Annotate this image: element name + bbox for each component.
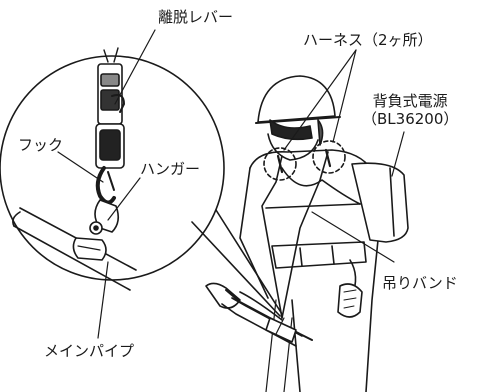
label-release-lever: 離脱レバー: [158, 8, 234, 26]
leader-lines: [57, 29, 405, 339]
label-main-pipe: メインパイプ: [44, 342, 135, 360]
label-strap: 吊りバンド: [382, 274, 458, 292]
label-hook: フック: [18, 136, 64, 154]
label-power-supply: 背負式電源 （BL36200）: [362, 92, 458, 128]
label-harness: ハーネス（2ヶ所）: [303, 31, 433, 49]
label-power-supply-model: （BL36200）: [362, 110, 459, 128]
detail-magnifier: [0, 47, 283, 317]
label-hanger: ハンガー: [140, 160, 201, 178]
label-power-supply-name: 背負式電源: [372, 92, 448, 110]
main-pipe-drawing: [205, 282, 313, 347]
operator-figure: [239, 75, 409, 392]
